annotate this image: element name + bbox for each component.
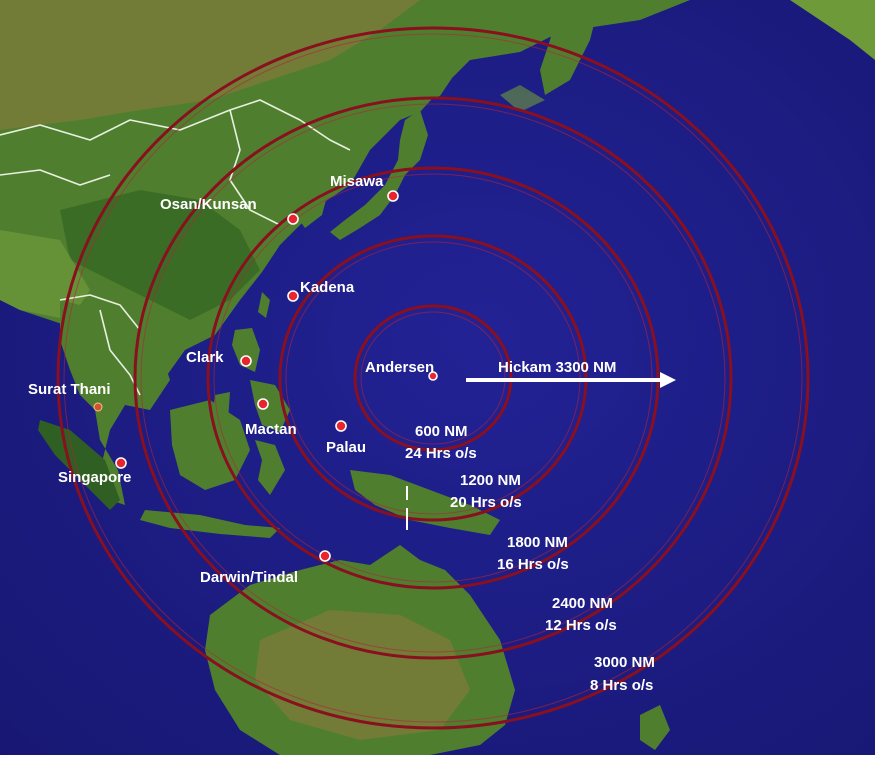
label-darwin-tindal: Darwin/Tindal xyxy=(200,569,298,586)
label-osan-kunsan: Osan/Kunsan xyxy=(160,196,257,213)
base-marker-mactan xyxy=(257,398,269,410)
label-misawa: Misawa xyxy=(330,173,384,190)
hickam-label: Hickam 3300 NM xyxy=(498,359,616,376)
hickam-arrow xyxy=(466,372,676,388)
base-marker-surat-thani xyxy=(93,402,103,412)
base-marker-andersen xyxy=(428,371,438,381)
ring-2400nm xyxy=(133,96,733,660)
ring-1200-endurance: 20 Hrs o/s xyxy=(450,494,522,511)
ring-2400-endurance: 12 Hrs o/s xyxy=(545,617,617,634)
asia-landmass xyxy=(0,0,875,505)
label-clark: Clark xyxy=(186,349,224,366)
country-borders xyxy=(0,99,351,396)
label-kadena: Kadena xyxy=(300,279,355,296)
japan-islands xyxy=(330,62,545,240)
base-marker-osan-kunsan xyxy=(287,213,299,225)
base-marker-palau xyxy=(335,420,347,432)
ring-1800-endurance: 16 Hrs o/s xyxy=(497,556,569,573)
base-marker-kadena xyxy=(287,290,299,302)
base-marker-singapore xyxy=(115,457,127,469)
label-surat-thani: Surat Thani xyxy=(28,381,111,398)
ring-2400-distance: 2400 NM xyxy=(552,595,613,612)
ring-3000-endurance: 8 Hrs o/s xyxy=(590,677,653,694)
base-marker-clark xyxy=(240,355,252,367)
base-marker-misawa xyxy=(387,190,399,202)
new-zealand xyxy=(640,705,670,750)
ring-3000-distance: 3000 NM xyxy=(594,654,655,671)
base-labels: Misawa Osan/Kunsan Kadena Clark Andersen… xyxy=(28,173,434,586)
ring-labels: 600 NM 24 Hrs o/s 1200 NM 20 Hrs o/s 180… xyxy=(405,423,655,694)
label-andersen: Andersen xyxy=(365,359,434,376)
ring-600-endurance: 24 Hrs o/s xyxy=(405,445,477,462)
base-marker-darwin-tindal xyxy=(319,550,331,562)
label-singapore: Singapore xyxy=(58,469,131,486)
base-markers xyxy=(93,190,438,562)
ring-1200-distance: 1200 NM xyxy=(460,472,521,489)
indonesia-islands xyxy=(38,400,500,538)
ring-600-distance: 600 NM xyxy=(415,423,468,440)
ring-1800-distance: 1800 NM xyxy=(507,534,568,551)
label-mactan: Mactan xyxy=(245,421,297,438)
ring-3000nm xyxy=(56,26,810,730)
label-palau: Palau xyxy=(326,439,366,456)
